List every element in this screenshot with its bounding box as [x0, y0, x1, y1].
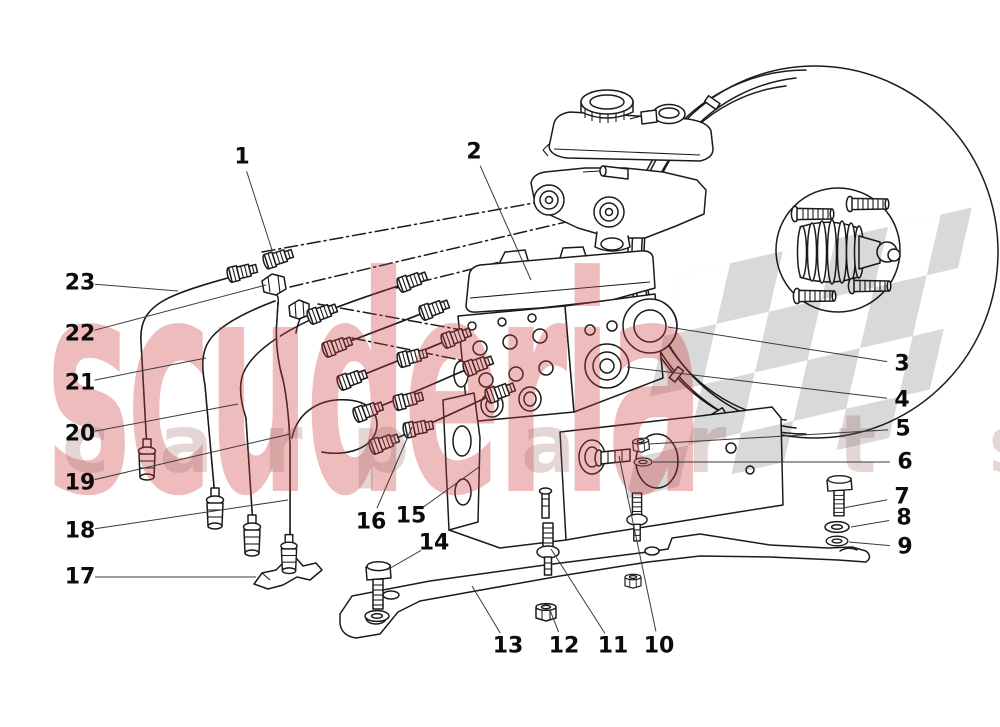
leader-line-22 — [94, 284, 267, 331]
reservoir-cap-large — [580, 89, 634, 123]
leader-line-20 — [94, 403, 239, 432]
leader-line-7 — [842, 499, 888, 509]
callout-18[interactable]: 18 — [64, 518, 96, 544]
callout-21[interactable]: 21 — [64, 370, 96, 396]
callout-3[interactable]: 3 — [894, 351, 910, 377]
callout-1[interactable]: 1 — [234, 144, 250, 170]
watermark-sub-text-right: p a r t s — [352, 398, 1000, 491]
booster-bellows — [796, 219, 901, 285]
leader-line-8 — [850, 520, 890, 528]
callout-9[interactable]: 9 — [897, 534, 913, 560]
leader-line-23 — [94, 283, 179, 292]
leader-line-15 — [422, 466, 480, 508]
callout-13[interactable]: 13 — [492, 633, 524, 659]
master-cylinder-port-1 — [533, 184, 565, 216]
master-cylinder — [530, 165, 707, 252]
abs-mounting-bracket — [442, 392, 784, 549]
leader-line-13 — [471, 585, 501, 634]
callout-12[interactable]: 12 — [548, 633, 580, 659]
abs-ecu-cover — [465, 246, 656, 313]
watermark-brand-text: scuderia — [46, 213, 704, 562]
leader-line-4 — [626, 366, 888, 399]
leader-line-1 — [246, 171, 273, 251]
callout-2[interactable]: 2 — [466, 139, 482, 165]
leader-line-2 — [479, 165, 532, 281]
leader-line-11 — [550, 548, 606, 634]
leader-line-19 — [94, 433, 291, 481]
leader-line-10 — [618, 455, 657, 632]
callout-20[interactable]: 20 — [64, 421, 96, 447]
round-cap-grommet — [622, 298, 678, 354]
callout-14[interactable]: 14 — [418, 530, 450, 556]
callout-16[interactable]: 16 — [355, 509, 387, 535]
leader-line-3 — [667, 326, 888, 363]
leader-line-9 — [848, 541, 891, 547]
fluid-reservoir — [542, 89, 714, 162]
elbow-fitting-22 — [261, 273, 287, 305]
leader-line-16 — [376, 426, 413, 509]
watermark-sub-text-left: c a r — [62, 398, 314, 491]
abs-pump-plug — [584, 343, 630, 389]
leader-line-18 — [94, 499, 289, 530]
callout-6[interactable]: 6 — [897, 449, 913, 475]
leader-line-21 — [94, 357, 207, 381]
leader-line-5 — [648, 429, 889, 445]
callout-8[interactable]: 8 — [896, 505, 912, 531]
callout-10[interactable]: 10 — [643, 633, 675, 659]
master-cylinder-port-2 — [593, 196, 625, 228]
leader-line-12 — [549, 609, 560, 633]
callout-4[interactable]: 4 — [894, 387, 910, 413]
reservoir-cap-small — [629, 103, 686, 125]
bracket-stud-bolt — [594, 448, 631, 467]
callout-7[interactable]: 7 — [894, 484, 910, 510]
callout-11[interactable]: 11 — [597, 633, 629, 659]
callout-15[interactable]: 15 — [395, 503, 427, 529]
callout-23[interactable]: 23 — [64, 270, 96, 296]
bracket-lower-stud — [538, 487, 553, 519]
callout-17[interactable]: 17 — [64, 564, 96, 590]
callout-22[interactable]: 22 — [64, 321, 96, 347]
leader-line-14 — [386, 550, 422, 571]
callout-5[interactable]: 5 — [895, 416, 911, 442]
callout-19[interactable]: 19 — [64, 470, 96, 496]
